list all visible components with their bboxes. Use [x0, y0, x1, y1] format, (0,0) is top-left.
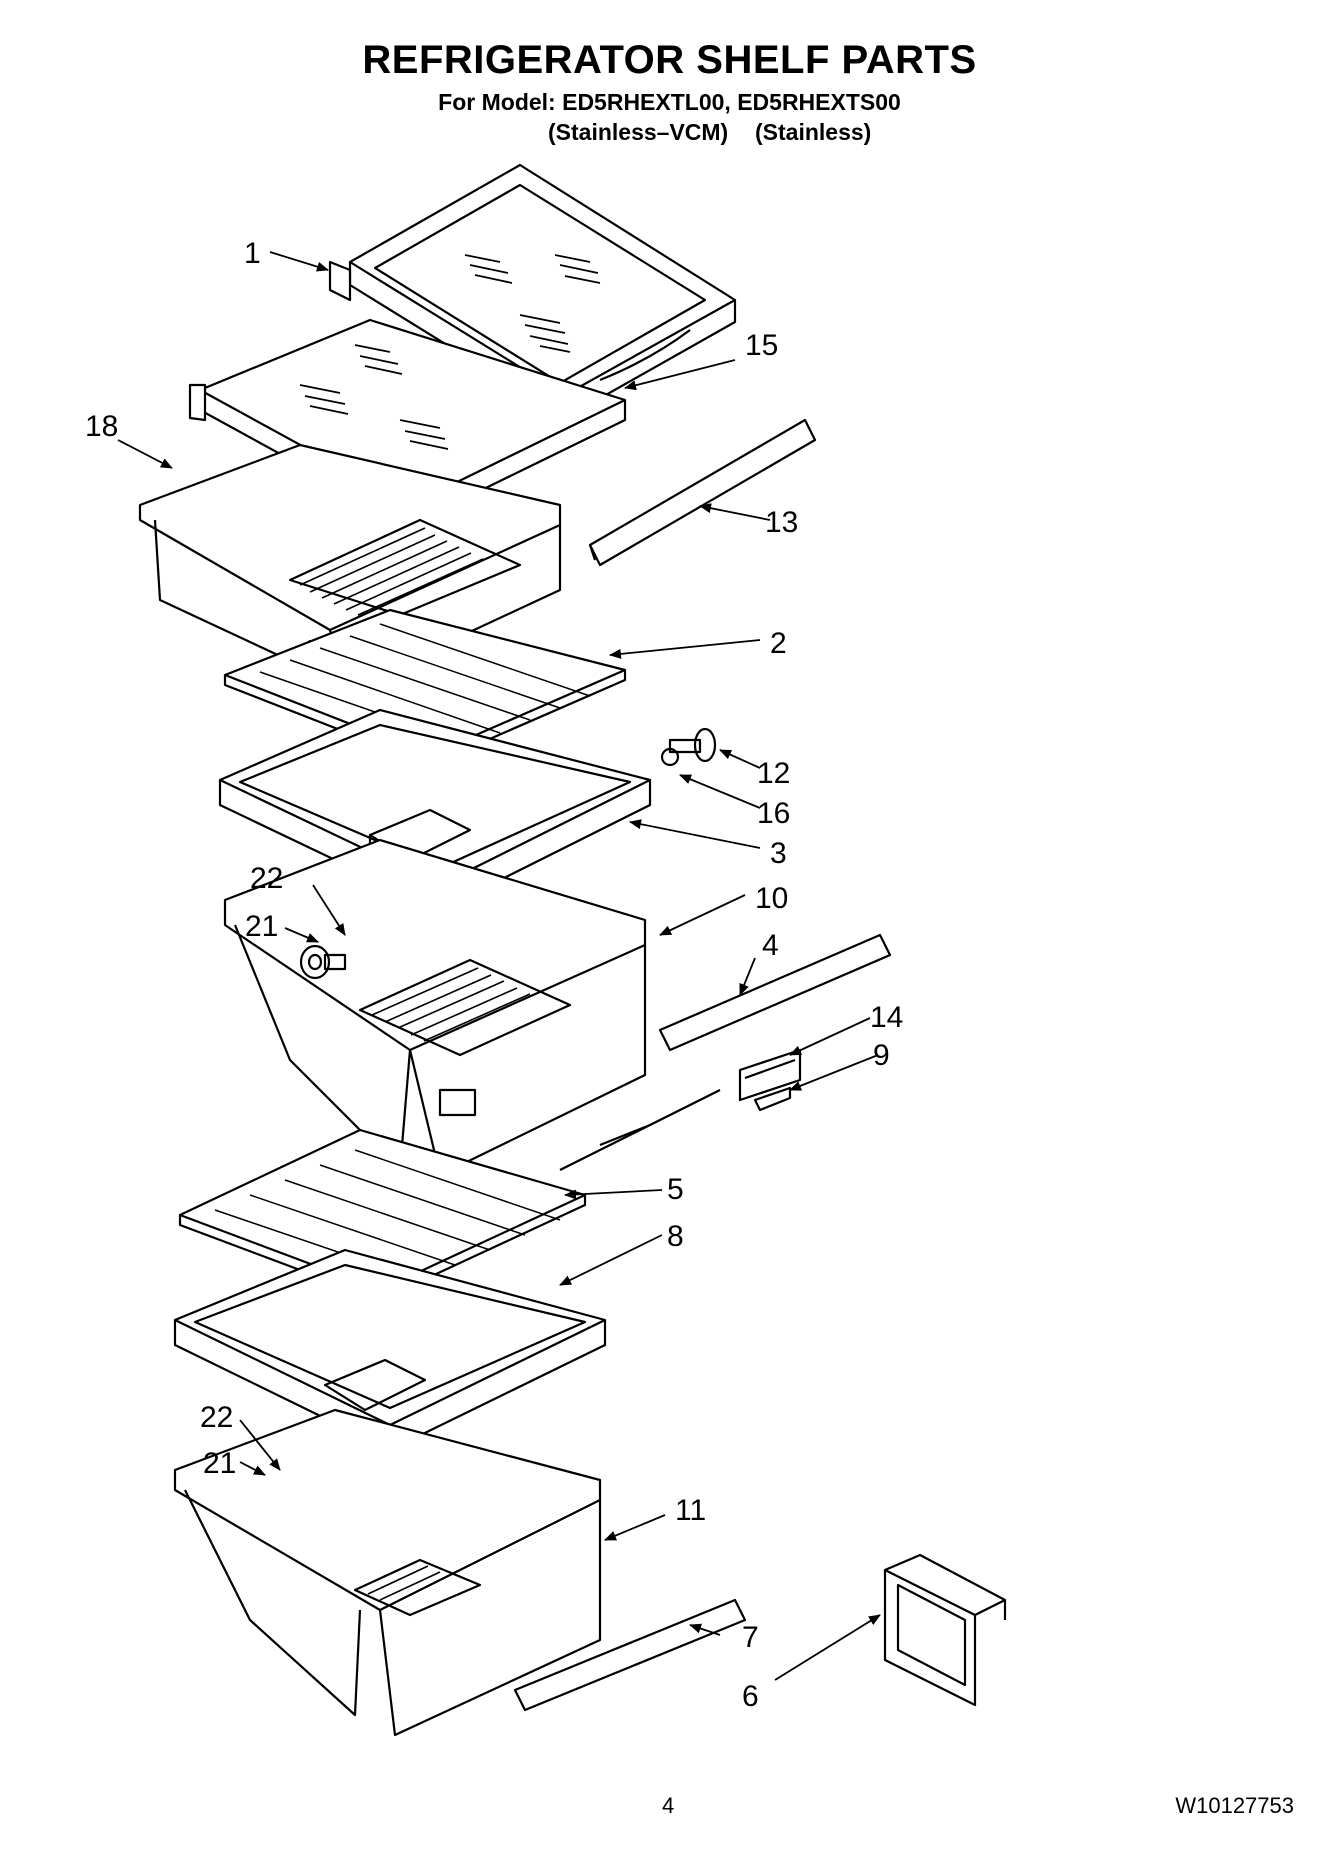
callout-22-upper: 22 [250, 862, 283, 895]
part-8-crisper-frame [173, 1248, 607, 1452]
callout-18: 18 [85, 410, 118, 443]
part-1-glass-shelf [328, 163, 737, 420]
callout-11: 11 [675, 1494, 706, 1527]
leader-7 [689, 1623, 721, 1636]
model-line: For Model: ED5RHEXTL00, ED5RHEXTS00 [438, 89, 901, 115]
variant-stainless: (Stainless) [755, 119, 872, 145]
callout-21-lower: 21 [203, 1447, 236, 1480]
part-7-trim-strip [513, 1598, 747, 1712]
callout-15: 15 [745, 329, 778, 362]
leader-22a [312, 884, 346, 936]
leader-15 [624, 359, 736, 391]
leader-12 [719, 749, 761, 769]
callout-21-upper: 21 [245, 910, 278, 943]
callout-1: 1 [244, 237, 261, 270]
leader-13 [699, 503, 771, 521]
callout-3: 3 [770, 837, 787, 870]
callout-2: 2 [770, 627, 787, 660]
leader-1 [269, 251, 329, 272]
page-number: 4 [662, 1793, 675, 1818]
leader-16 [679, 774, 761, 809]
part-11-crisper-drawer [173, 1408, 602, 1737]
leader-18 [117, 439, 173, 469]
page-title: REFRIGERATOR SHELF PARTS [362, 38, 977, 82]
document-number: W10127753 [1175, 1793, 1294, 1818]
leader-9 [789, 1054, 879, 1091]
part-13-trim-strip [588, 418, 817, 567]
callout-9: 9 [873, 1039, 890, 1072]
leader-21a [284, 927, 319, 943]
callout-13: 13 [765, 506, 798, 539]
part-6-frame [883, 1553, 1007, 1707]
part-14-9-clips [738, 1048, 802, 1112]
callout-10: 10 [755, 882, 788, 915]
callout-14: 14 [870, 1001, 903, 1034]
callout-12: 12 [757, 757, 790, 790]
leader-2 [609, 639, 761, 659]
part-10-crisper-drawer [223, 838, 647, 1177]
callout-7: 7 [742, 1621, 759, 1654]
callout-8: 8 [667, 1220, 684, 1253]
callout-6: 6 [742, 1680, 759, 1713]
leader-3 [629, 819, 761, 849]
leader-14 [789, 1017, 871, 1056]
leader-21b [239, 1461, 266, 1476]
callout-5: 5 [667, 1173, 684, 1206]
leader-6 [774, 1614, 881, 1681]
leader-4 [739, 957, 756, 996]
leader-5 [564, 1189, 663, 1200]
leader-22b [239, 1419, 281, 1471]
callout-4: 4 [762, 929, 779, 962]
callout-22-lower: 22 [200, 1401, 233, 1434]
leader-8 [559, 1234, 663, 1286]
leader-10 [659, 894, 746, 936]
callout-16: 16 [757, 797, 790, 830]
leader-11 [604, 1514, 666, 1541]
part-12-16-roller [660, 727, 717, 767]
part-4-trim-strip [658, 933, 892, 1052]
part-21-roller-upper [299, 944, 347, 980]
variant-stainless-vcm: (Stainless–VCM) [548, 119, 729, 145]
